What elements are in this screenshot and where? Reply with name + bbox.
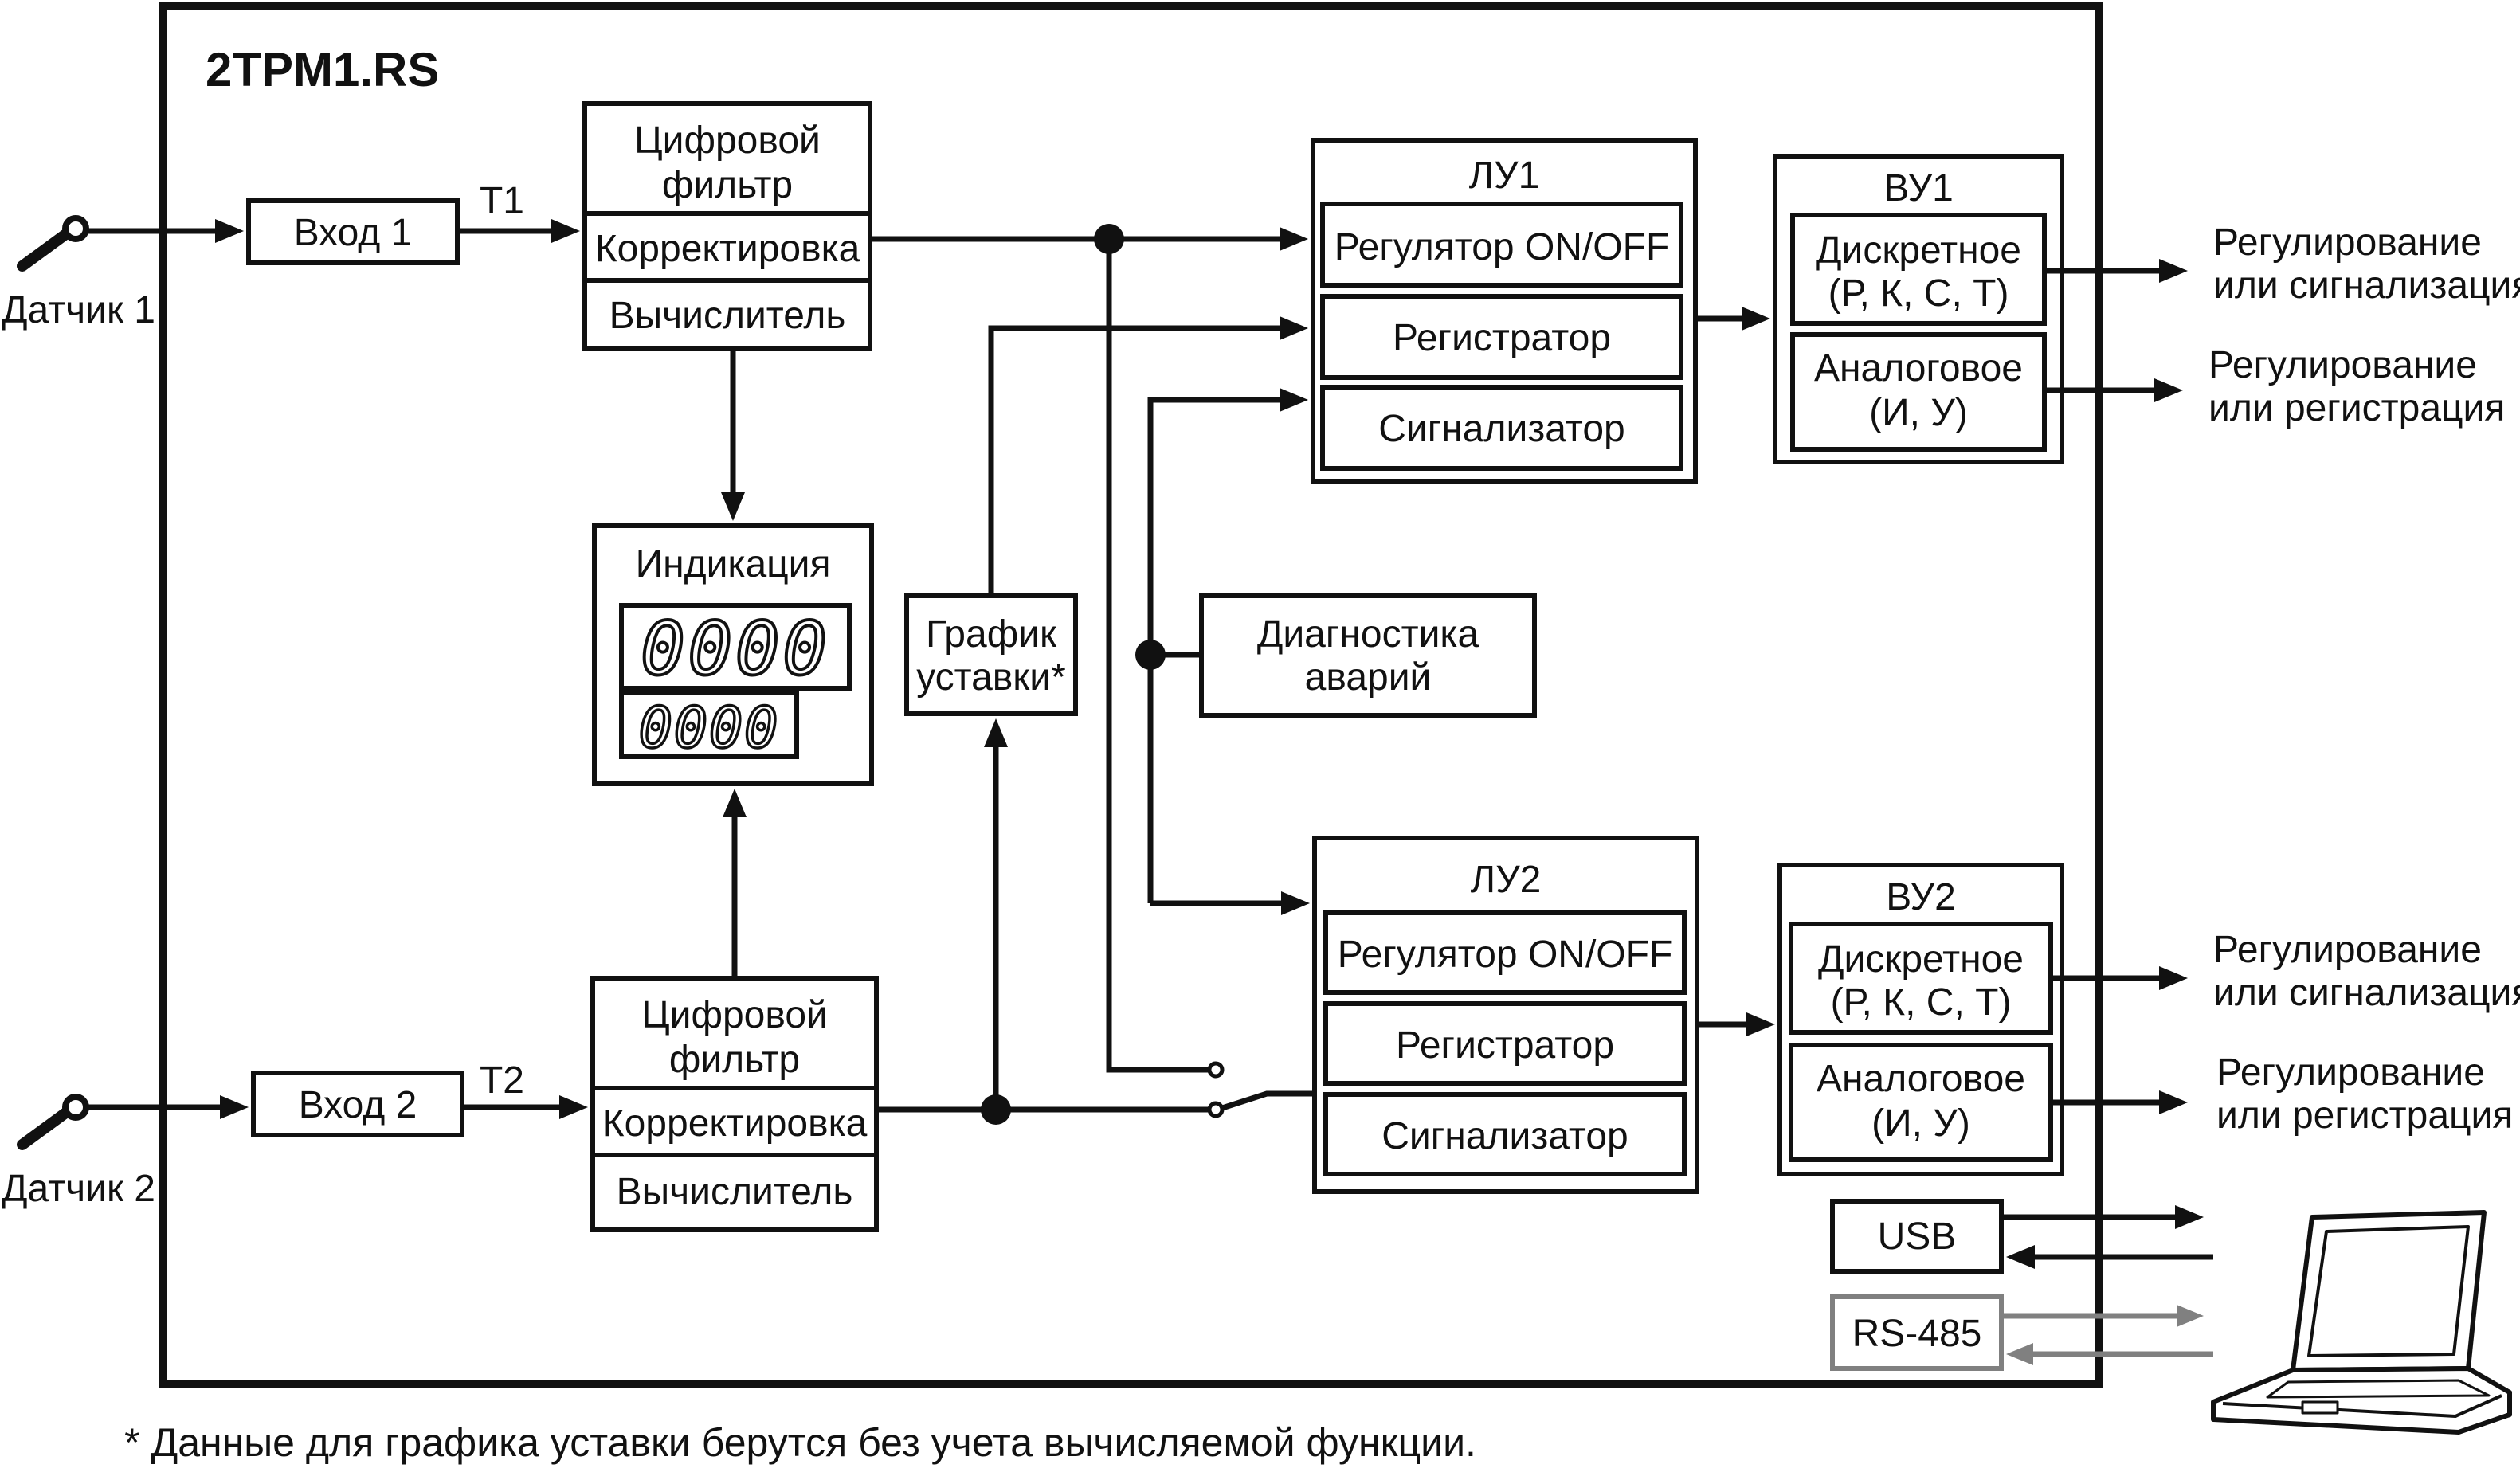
- arrowhead: [1280, 316, 1308, 340]
- arrowhead: [220, 1095, 249, 1119]
- filter-1-label: фильтр: [662, 164, 793, 206]
- arrowhead: [1280, 388, 1308, 412]
- indication-display-2: 0000: [639, 695, 780, 761]
- arrowhead: [1281, 891, 1310, 915]
- rs485-box: [1830, 1294, 2004, 1371]
- vu1-analog: (И, У): [1869, 392, 1968, 434]
- lu1-title: ЛУ1: [1469, 155, 1540, 197]
- output-2-label: Регулирование: [2208, 344, 2477, 386]
- diagnostics-label: Диагностика: [1257, 613, 1479, 656]
- filter-1-label: Цифровой: [634, 119, 821, 162]
- device-title: 2TPM1.RS: [206, 43, 439, 96]
- switch-contacts: [1207, 1061, 1225, 1118]
- setpoint-graph-label: График: [926, 613, 1057, 656]
- rs485-arrowhead: [2006, 1343, 2033, 1365]
- arrowhead: [2159, 259, 2188, 283]
- output-unit-2: ВУ2 Дискретное (Р, К, С, Т) Аналоговое (…: [1777, 863, 2064, 1176]
- lu2-signalizer: Сигнализатор: [1381, 1115, 1628, 1157]
- diagnostics-label: аварий: [1305, 656, 1432, 699]
- laptop-icon: [2211, 1210, 2512, 1435]
- logic-unit-2: ЛУ2 Регулятор ON/OFF Регистратор Сигнали…: [1312, 836, 1699, 1194]
- rs485-arrowhead: [2177, 1305, 2204, 1327]
- correction-2-label: Корректировка: [602, 1102, 868, 1145]
- logic-unit-1: ЛУ1 Регулятор ON/OFF Регистратор Сигнали…: [1311, 138, 1698, 484]
- sensor-2: Датчик 2: [2, 1094, 155, 1210]
- rs485-label: RS-485: [1852, 1313, 1982, 1355]
- lu1-registrator: Регистратор: [1393, 317, 1611, 359]
- processing-block-1: Цифровой фильтр Корректировка Вычислител…: [582, 101, 872, 351]
- vu1-analog: Аналоговое: [1814, 347, 2023, 390]
- vu1-discrete: Дискретное: [1816, 229, 2021, 272]
- input-2-label: Вход 2: [299, 1084, 417, 1126]
- setpoint-graph-block: График уставки*: [904, 593, 1078, 716]
- footnote: * Данные для графика уставки берутся без…: [124, 1420, 1476, 1465]
- arrowhead: [1746, 1012, 1775, 1036]
- arrowhead: [2175, 1205, 2204, 1229]
- input-1-label: Вход 1: [294, 212, 413, 254]
- device-frame: [159, 2, 2103, 1388]
- arrowhead: [721, 492, 745, 521]
- processing-block-2: Цифровой фильтр Корректировка Вычислител…: [590, 976, 879, 1232]
- output-2-label: или регистрация: [2208, 387, 2505, 429]
- sensor-2-label: Датчик 2: [2, 1168, 155, 1210]
- vu1-discrete: (Р, К, С, Т): [1828, 272, 2009, 315]
- vu2-title: ВУ2: [1886, 876, 1956, 918]
- rs485-lines: [2001, 1305, 2213, 1365]
- input-2-box: [251, 1071, 464, 1137]
- correction-1-label: Корректировка: [595, 228, 860, 270]
- arrowhead: [559, 1095, 588, 1119]
- arrowhead: [215, 219, 244, 243]
- lu2-registrator: Регистратор: [1396, 1024, 1614, 1067]
- sensor-1-label: Датчик 1: [2, 289, 155, 331]
- sensor-probe-icon: [17, 1094, 89, 1150]
- arrowhead: [723, 789, 747, 817]
- connection-lines: [86, 219, 2213, 1269]
- sensor-1: Датчик 1: [2, 215, 155, 331]
- output-1-label: Регулирование: [2213, 221, 2482, 264]
- indication-title: Индикация: [636, 543, 831, 585]
- diagnostics-block: Диагностика аварий: [1199, 593, 1537, 718]
- arrowhead: [2154, 378, 2183, 402]
- vu2-analog: (И, У): [1871, 1102, 1970, 1145]
- calculator-1-label: Вычислитель: [609, 295, 846, 337]
- sensor-probe-icon: [17, 215, 89, 272]
- indication-block: Индикация 0000 0000: [592, 523, 874, 786]
- output-4-label: Регулирование: [2216, 1051, 2485, 1094]
- vu2-analog: Аналоговое: [1817, 1058, 2025, 1100]
- setpoint-graph-label: уставки*: [916, 656, 1066, 699]
- vu2-discrete: Дискретное: [1818, 938, 2024, 981]
- lu1-regulator: Регулятор ON/OFF: [1334, 226, 1670, 268]
- arrowhead: [1742, 307, 1770, 331]
- arrowhead: [1280, 227, 1308, 251]
- indication-display-1: 0000: [641, 606, 830, 691]
- filter-2-label: фильтр: [669, 1039, 800, 1081]
- lu1-signalizer: Сигнализатор: [1378, 408, 1625, 450]
- output-unit-1: ВУ1 Дискретное (Р, К, С, Т) Аналоговое (…: [1773, 154, 2064, 464]
- vu2-discrete: (Р, К, С, Т): [1831, 981, 2012, 1024]
- output-3-label: или сигнализация: [2213, 972, 2520, 1014]
- arrowhead: [551, 219, 580, 243]
- arrowhead: [2159, 1090, 2188, 1114]
- t1-label: T1: [480, 180, 524, 222]
- arrowhead: [2159, 966, 2188, 990]
- output-4-label: или регистрация: [2216, 1094, 2513, 1137]
- output-1-label: или сигнализация: [2213, 264, 2520, 307]
- calculator-2-label: Вычислитель: [617, 1171, 853, 1213]
- arrowhead: [984, 718, 1008, 747]
- t2-label: T2: [480, 1059, 524, 1102]
- input-1-box: [246, 198, 460, 265]
- usb-label: USB: [1878, 1216, 1957, 1258]
- lu2-regulator: Регулятор ON/OFF: [1338, 934, 1673, 976]
- output-3-label: Регулирование: [2213, 929, 2482, 971]
- filter-2-label: Цифровой: [641, 994, 828, 1036]
- lu2-title: ЛУ2: [1471, 859, 1542, 901]
- junction-dots: [981, 224, 1166, 1125]
- arrowhead: [2006, 1245, 2035, 1269]
- usb-box: [1830, 1199, 2004, 1274]
- vu1-title: ВУ1: [1883, 167, 1954, 209]
